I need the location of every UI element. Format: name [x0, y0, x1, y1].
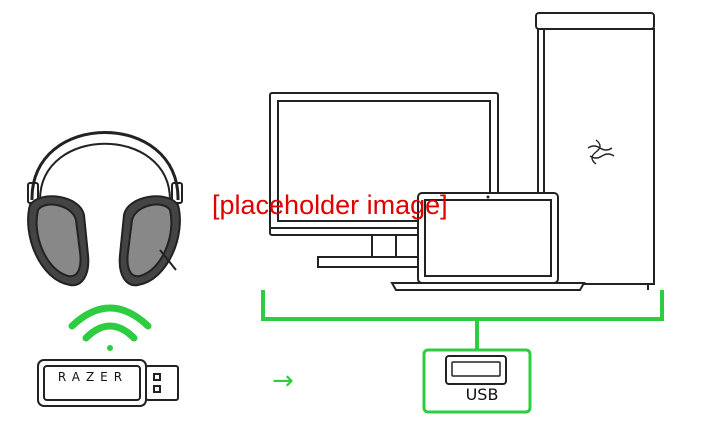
headset-icon	[27, 131, 183, 287]
dongle-brand-label: RAZER	[57, 370, 129, 384]
laptop-icon	[390, 192, 586, 291]
placeholder-image-label: [placeholder image]	[212, 190, 448, 220]
usb-port-icon	[422, 348, 532, 414]
connection-bracket	[261, 290, 664, 350]
wireless-signal-icon	[68, 304, 152, 351]
usb-dongle-icon	[37, 359, 179, 407]
razer-logo-icon	[587, 139, 615, 165]
usb-port-label: USB	[465, 385, 499, 404]
arrow-right-icon: →	[272, 366, 294, 396]
